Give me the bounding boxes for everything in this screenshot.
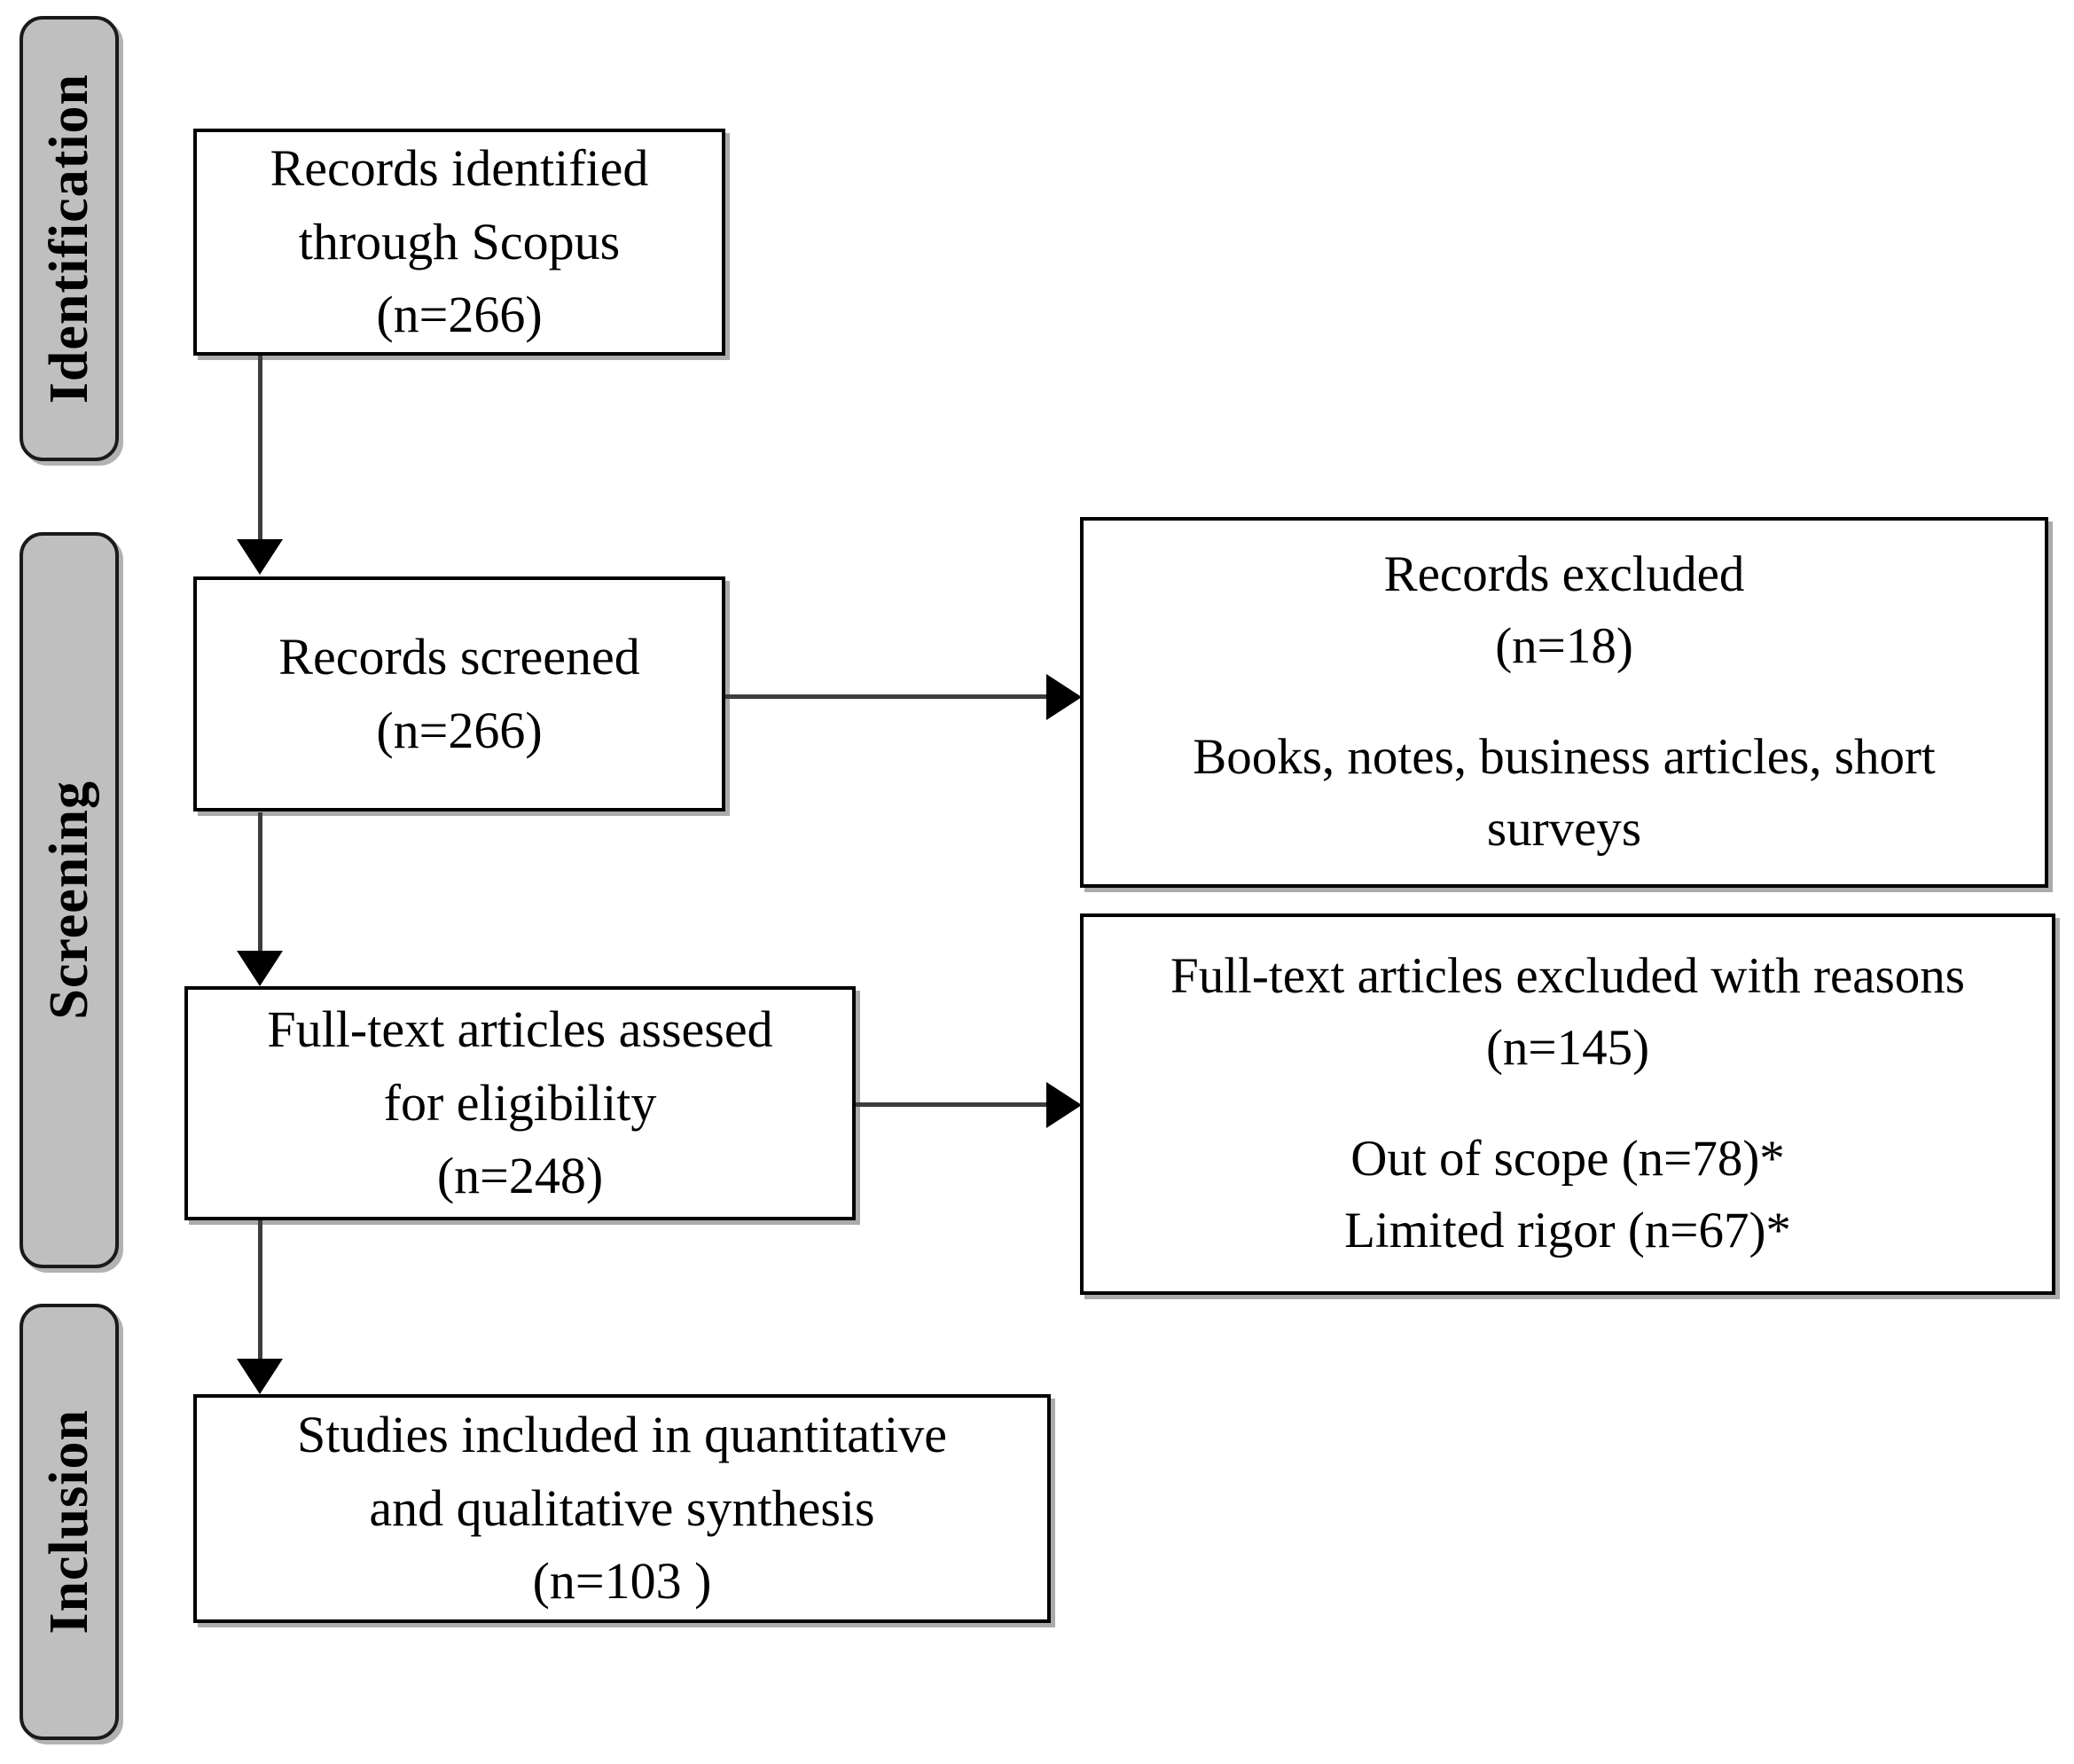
connector-identified-to-screened	[258, 356, 262, 544]
box-records-screened: Records screened (n=266)	[193, 576, 725, 811]
box-fulltext-excluded-line-2: (n=145)	[1485, 1020, 1650, 1077]
box-fulltext-excluded-line-1: Full-text articles excluded with reasons	[1170, 948, 1965, 1005]
stage-tab-inclusion: Inclusion	[20, 1304, 119, 1740]
connector-assessed-to-excluded	[856, 1102, 1048, 1107]
box-studies-included-line-2: and qualitative synthesis	[369, 1478, 875, 1537]
stage-label-screening: Screening	[39, 780, 99, 1020]
box-studies-included-line-1: Studies included in quantitative	[297, 1406, 947, 1464]
box-fulltext-excluded: Full-text articles excluded with reasons…	[1080, 913, 2055, 1295]
arrowhead-assessed-to-included	[237, 1359, 283, 1394]
stage-label-inclusion: Inclusion	[39, 1409, 99, 1635]
box-records-identified-line-3: (n=266)	[376, 286, 543, 344]
arrowhead-screened-to-excluded	[1046, 674, 1082, 720]
arrowhead-screened-to-assessed	[237, 951, 283, 986]
box-records-identified-line-2: through Scopus	[298, 212, 621, 270]
arrowhead-identified-to-screened	[237, 539, 283, 575]
arrowhead-assessed-to-excluded	[1046, 1082, 1082, 1128]
box-fulltext-assessed-line-3: (n=248)	[436, 1147, 604, 1205]
box-fulltext-assessed-line-2: for eligibility	[383, 1073, 657, 1132]
box-fulltext-excluded-line-4: Limited rigor (n=67)*	[1344, 1202, 1791, 1258]
connector-screened-to-assessed	[258, 812, 262, 954]
connector-assessed-to-included	[258, 1220, 262, 1362]
box-records-excluded-line-1: Records excluded	[1383, 546, 1745, 603]
connector-screened-to-excluded	[725, 694, 1048, 699]
box-studies-included-line-3: (n=103 )	[532, 1552, 712, 1611]
box-records-identified: Records identified through Scopus (n=266…	[193, 129, 725, 356]
box-records-excluded-line-2: (n=18)	[1495, 618, 1633, 675]
box-records-excluded: Records excluded (n=18) Books, notes, bu…	[1080, 517, 2048, 888]
box-records-screened-line-2: (n=266)	[376, 701, 543, 759]
stage-tab-identification: Identification	[20, 16, 119, 461]
stage-label-identification: Identification	[39, 73, 99, 404]
box-records-screened-line-1: Records screened	[278, 628, 640, 686]
box-records-excluded-line-3: Books, notes, business articles, short	[1193, 729, 1936, 785]
box-fulltext-assessed-line-1: Full-text articles assesed	[267, 1000, 773, 1059]
box-fulltext-assessed: Full-text articles assesed for eligibili…	[184, 986, 856, 1220]
box-fulltext-excluded-line-3: Out of scope (n=78)*	[1350, 1131, 1785, 1187]
stage-tab-screening: Screening	[20, 532, 119, 1268]
box-records-excluded-line-4: surveys	[1486, 800, 1642, 857]
box-records-identified-line-1: Records identified	[270, 139, 649, 198]
box-studies-included: Studies included in quantitative and qua…	[193, 1394, 1051, 1623]
